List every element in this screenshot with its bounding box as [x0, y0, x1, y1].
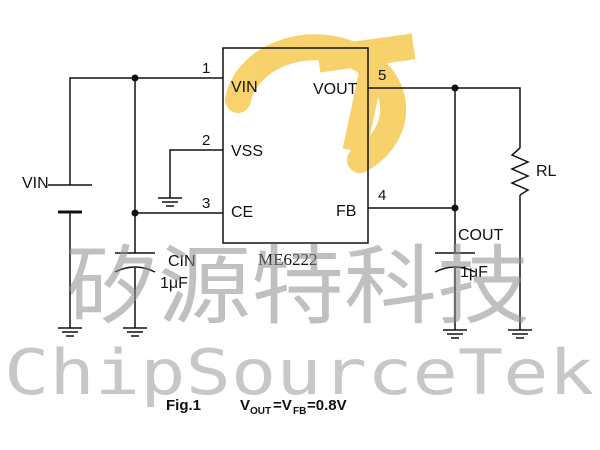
logo-t-stem: [342, 58, 386, 154]
cout-label: COUT: [458, 227, 504, 244]
vout-wire: [368, 87, 521, 148]
ground-icon: [123, 327, 147, 337]
cout-capacitor-symbol: [434, 252, 476, 273]
caption-fb-sub: FB: [293, 406, 306, 417]
vin-battery-symbol: [48, 184, 92, 214]
pin-3-name: CE: [231, 204, 253, 221]
ground-icon: [158, 197, 182, 207]
vin-wire: [69, 77, 223, 185]
pin-4-name: FB: [336, 203, 356, 220]
vss-wire: [169, 149, 223, 198]
pin-4-number: 4: [378, 187, 386, 204]
caption-eq1: =V: [273, 397, 292, 414]
cin-value: 1μF: [160, 275, 188, 292]
junction-dot: [451, 204, 459, 212]
pin-2-number: 2: [202, 132, 210, 149]
cin-label: CIN: [168, 253, 196, 270]
ground-icon: [443, 329, 467, 339]
cin-capacitor-symbol: [114, 252, 156, 273]
ic-body: [222, 47, 369, 244]
st-logo-watermark: [225, 33, 416, 173]
pin-3-number: 3: [202, 195, 210, 212]
caption-out-sub: OUT: [250, 406, 271, 417]
watermark-chinese: 矽源特科技: [65, 237, 530, 337]
rl-label: RL: [536, 163, 557, 180]
rl-resistor: [510, 147, 530, 196]
figure-caption: Fig.1 V OUT =V FB =0.8V: [166, 397, 347, 417]
pin-5-name: VOUT: [313, 81, 358, 98]
cout-value: 1μF: [460, 264, 488, 281]
junction-dot: [131, 74, 139, 82]
ground-symbols: [58, 197, 532, 339]
watermark-english: ChipSourceTek: [4, 336, 594, 409]
pin-1-name: VIN: [231, 79, 258, 96]
pin-5-number: 5: [378, 67, 386, 84]
junction-dot: [451, 84, 459, 92]
junction-dots: [131, 74, 459, 217]
caption-fig: Fig.1: [166, 397, 201, 414]
ground-icon: [58, 327, 82, 337]
pin-2-name: VSS: [231, 143, 263, 160]
pin-1-number: 1: [202, 60, 210, 77]
ground-icon: [508, 329, 532, 339]
caption-vout: V: [240, 397, 250, 414]
chip-part-number: ME6222: [258, 250, 318, 269]
wiring: [69, 77, 530, 330]
caption-eq2: =0.8V: [307, 397, 347, 414]
logo-t-bar: [316, 33, 416, 73]
junction-dot: [131, 209, 139, 217]
vin-source-label: VIN: [22, 175, 49, 192]
